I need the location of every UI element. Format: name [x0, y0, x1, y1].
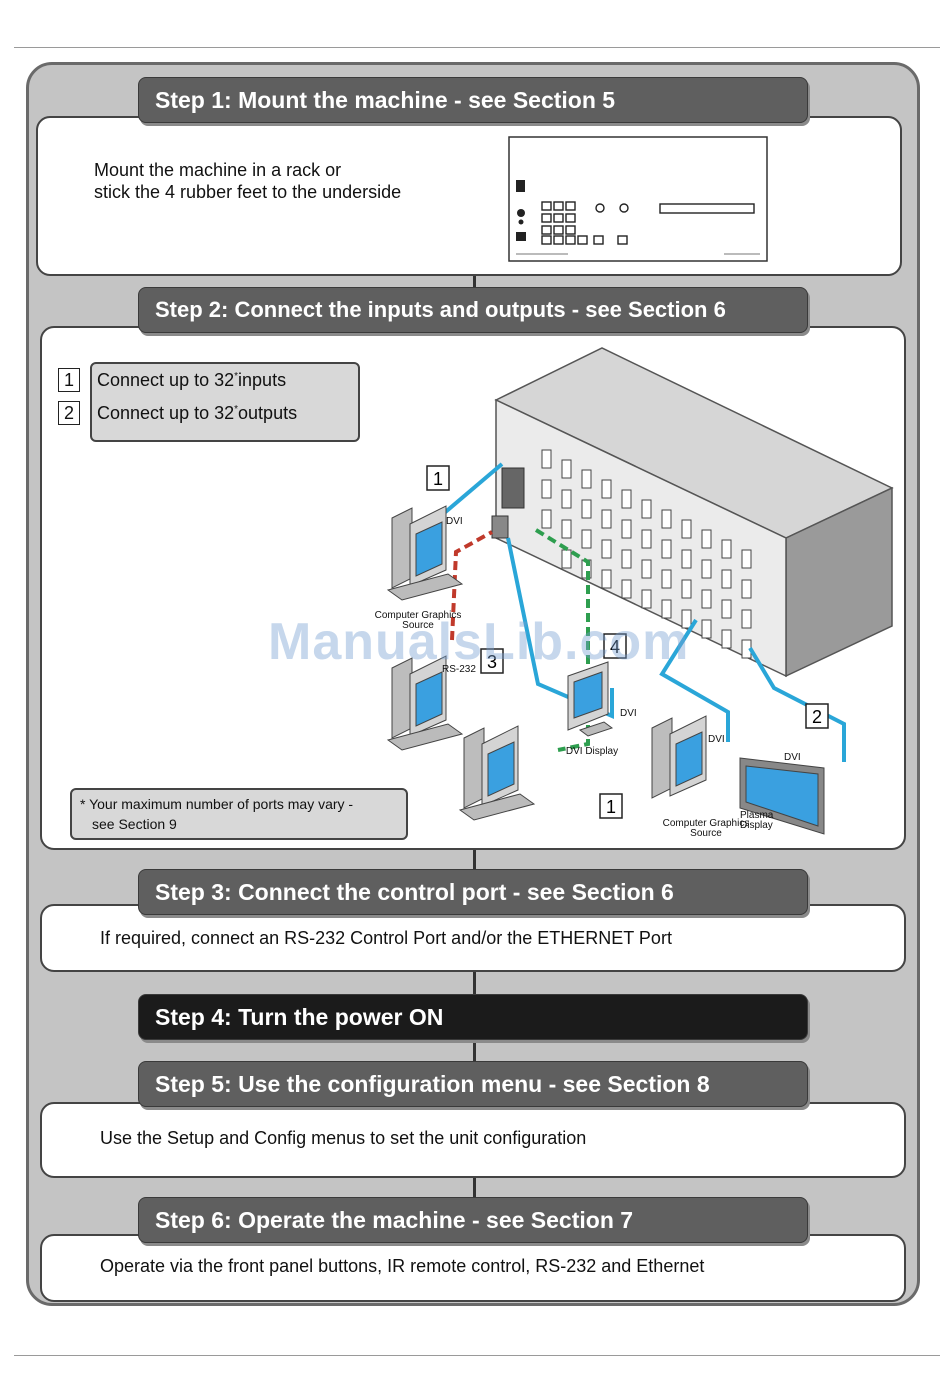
step6-box: Operate via the front panel buttons, IR … — [40, 1234, 906, 1302]
legend-box — [90, 362, 360, 442]
top-rule — [14, 47, 940, 48]
bottom-rule — [14, 1355, 940, 1356]
front-panel-illustration — [508, 136, 768, 262]
legend-suffix-2: outputs — [238, 403, 298, 423]
legend-number-2: 2 — [58, 401, 80, 425]
connector-line — [473, 848, 476, 878]
step5-text: Use the Setup and Config menus to set th… — [100, 1128, 587, 1148]
legend-text-1: Connect up to 32 — [97, 370, 235, 390]
plasma-label-line2: Display — [740, 820, 773, 831]
watermark: ManualsLib.com — [268, 613, 690, 671]
legend-suffix-1: inputs — [238, 370, 287, 390]
asterisk: * — [234, 371, 239, 382]
dvi-label-source: DVI — [446, 516, 463, 527]
step3-text: If required, connect an RS-232 Control P… — [100, 928, 672, 948]
callout-3: 3 — [487, 652, 497, 672]
step6-title: Step 6: Operate the machine - see Sectio… — [138, 1197, 808, 1243]
step1-text-line1: Mount the machine in a rack or — [94, 160, 342, 180]
step1-box: Mount the machine in a rack or stick the… — [36, 116, 902, 276]
callout-4: 4 — [610, 637, 620, 657]
callout-1-top: 1 — [433, 469, 443, 489]
dvi-label-source2: DVI — [708, 734, 725, 745]
source-label2-line1: Computer Graphics — [663, 818, 750, 829]
step1-title: Step 1: Mount the machine - see Section … — [138, 77, 808, 123]
footnote-line2: see Section 9 — [92, 816, 177, 832]
dvi-display-label: DVI Display — [566, 746, 618, 757]
source-label2-line2: Source — [690, 828, 722, 839]
step3-title: Step 3: Connect the control port - see S… — [138, 869, 808, 915]
step1-text-line2: stick the 4 rubber feet to the underside — [94, 182, 402, 202]
step2-box: 1 Connect up to 32*inputs 2 Connect up t… — [40, 326, 906, 850]
connection-diagram: 1 3 4 2 1 DVI RS-232 DVI DVI DVI Compute… — [375, 347, 894, 839]
dvi-label-display: DVI — [620, 708, 637, 719]
legend-text-2: Connect up to 32 — [97, 403, 235, 423]
step5-title: Step 5: Use the configuration menu - see… — [138, 1061, 808, 1107]
callout-1-bottom: 1 — [606, 797, 616, 817]
legend-item-2: 2 Connect up to 32*outputs — [58, 401, 297, 425]
source-label-line2: Source — [402, 620, 434, 631]
connector-line — [473, 1174, 476, 1204]
rs232-label: RS-232 — [442, 664, 476, 675]
step6-text: Operate via the front panel buttons, IR … — [100, 1256, 705, 1276]
connector-line — [473, 968, 476, 998]
step5-box: Use the Setup and Config menus to set th… — [40, 1102, 906, 1178]
legend-item-1: 1 Connect up to 32*inputs — [58, 368, 286, 392]
dvi-label-plasma: DVI — [784, 752, 801, 763]
footnote-line1: * Your maximum number of ports may vary … — [80, 796, 354, 812]
connector-line — [473, 1038, 476, 1068]
step2-title: Step 2: Connect the inputs and outputs -… — [138, 287, 808, 333]
callout-2: 2 — [812, 707, 822, 727]
footnote-box: * Your maximum number of ports may vary … — [70, 788, 408, 840]
legend-number-1: 1 — [58, 368, 80, 392]
plasma-label-line1: Plasma — [740, 810, 774, 821]
connector-line — [473, 270, 476, 300]
step4-title: Step 4: Turn the power ON — [138, 994, 808, 1040]
source-label-line1: Computer Graphics — [375, 610, 462, 621]
asterisk: * — [234, 404, 239, 415]
